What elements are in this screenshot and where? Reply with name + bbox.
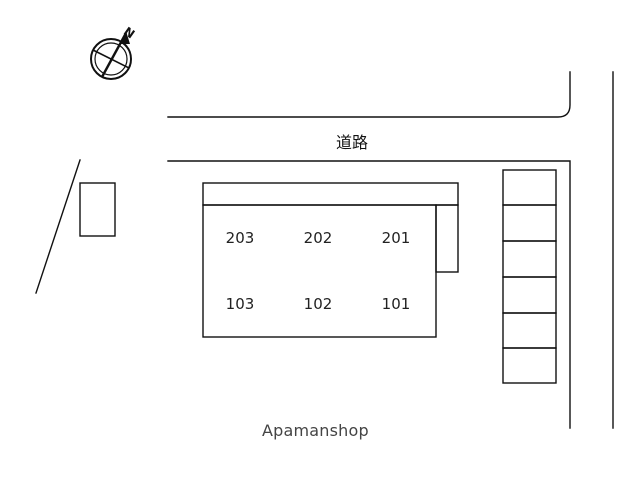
unit-label: 202 xyxy=(303,229,333,247)
outbuilding xyxy=(79,182,116,237)
unit-label: 201 xyxy=(381,229,411,247)
parking-space xyxy=(502,169,557,206)
watermark-text: Apamanshop xyxy=(262,421,369,440)
road-upper-edge xyxy=(167,71,571,118)
road-label: 道路 xyxy=(336,133,369,152)
unit-label: 101 xyxy=(381,295,411,313)
parking-space xyxy=(502,240,557,278)
parking-space xyxy=(502,312,557,349)
road-lower-edge xyxy=(167,160,571,429)
parking-area xyxy=(502,169,557,384)
building-corridor xyxy=(202,182,459,206)
apartment-building xyxy=(202,182,459,338)
unit-label: 103 xyxy=(225,295,255,313)
left-boundary-line xyxy=(35,159,81,294)
building-stair xyxy=(435,204,459,273)
parking-space xyxy=(502,276,557,314)
building-body xyxy=(202,204,437,338)
unit-label: 203 xyxy=(225,229,255,247)
unit-label: 102 xyxy=(303,295,333,313)
north-compass-icon: N xyxy=(90,24,137,80)
parking-space xyxy=(502,347,557,384)
parking-space xyxy=(502,204,557,242)
